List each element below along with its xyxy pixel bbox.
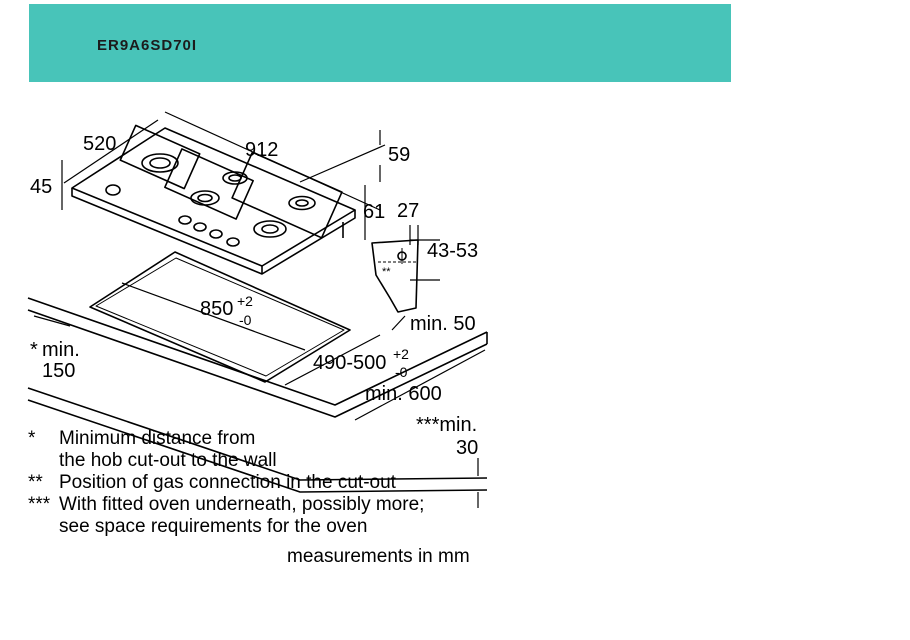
footnote-text: Position of gas connection in the cut-ou… (59, 472, 396, 493)
footnote-mark: *** (28, 494, 51, 515)
dim-length-label: 912 (245, 139, 278, 161)
footnote-mark: * (28, 428, 36, 449)
dim-width-label: 520 (83, 133, 116, 155)
worktop (27, 297, 488, 493)
dim-min-worktop-label: min. 600 (365, 383, 442, 405)
dim-gas-height-label: 43-53 (427, 240, 478, 262)
dimension-lines (33, 111, 486, 508)
header-banner: ER9A6SD70I (29, 4, 731, 82)
hob (71, 124, 356, 275)
footnote-gas: ** Position of gas connection in the cut… (28, 472, 424, 494)
dim-min-wall-label: min. (42, 339, 80, 361)
dim-gas-depth-label: 27 (397, 200, 419, 222)
footnotes: * Minimum distance from the hob cut-out … (28, 428, 424, 538)
gas-connection-detail (371, 239, 419, 313)
dim-cutout-depth-tol-plus: +2 (393, 346, 409, 362)
dim-min-wall-value: 150 (42, 360, 75, 382)
footnote-mark: ** (28, 472, 43, 493)
dim-cutout-depth-label: 490-500 (313, 352, 386, 374)
dim-gas-offset-label: 61 (363, 201, 385, 223)
dim-min-rear-label: min. 50 (410, 313, 476, 335)
dim-min-wall-mark: * (30, 339, 38, 361)
footnote-text-continued: the hob cut-out to the wall (59, 450, 277, 471)
cutout (89, 251, 351, 383)
dim-cutout-length-tol-minus: -0 (239, 312, 252, 328)
dim-min-oven-label: ***min. (416, 414, 477, 436)
dim-thickness-label: 59 (388, 144, 410, 166)
dim-cutout-length-tol-plus: +2 (237, 293, 253, 309)
footnote-text: With fitted oven underneath, possibly mo… (59, 494, 425, 515)
model-number: ER9A6SD70I (97, 37, 198, 54)
dim-cutout-length-label: 850 (200, 298, 233, 320)
footnote-text: Minimum distance from (59, 428, 256, 449)
footnote-oven: *** With fitted oven underneath, possibl… (28, 494, 424, 538)
footnote-wall: * Minimum distance from the hob cut-out … (28, 428, 424, 472)
footnote-text-continued: see space requirements for the oven (59, 516, 368, 537)
dim-cutout-depth-tol-minus: -0 (395, 364, 408, 380)
units-note: measurements in mm (287, 546, 470, 567)
dim-min-oven-value: 30 (456, 437, 478, 459)
gas-position-mark: ** (382, 266, 391, 278)
dim-front-height-label: 45 (30, 176, 52, 198)
